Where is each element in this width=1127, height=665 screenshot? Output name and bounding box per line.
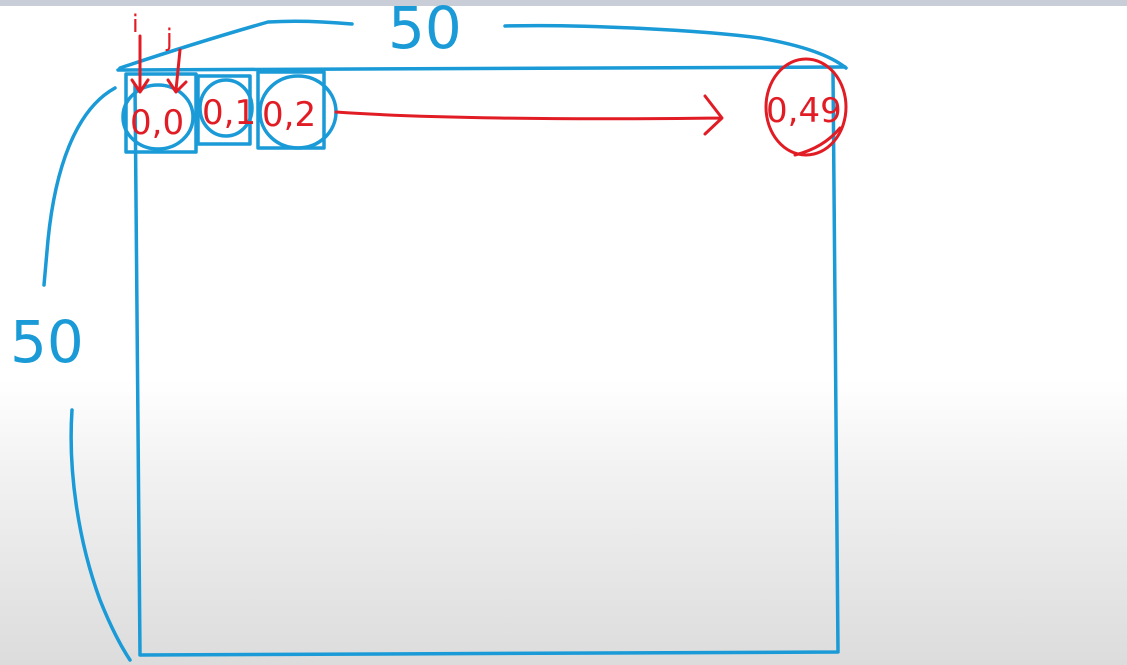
index-j-label: j	[165, 24, 173, 52]
cell-0-1-circle	[198, 78, 254, 138]
cell-0-2-label: 0,2	[262, 95, 316, 135]
cell-0-0-label: 0,0	[130, 103, 184, 143]
last-cell-label: 0,49	[766, 91, 842, 131]
row-arrow	[334, 94, 724, 136]
grid-outline	[116, 65, 847, 657]
last-cell-underline	[793, 126, 842, 157]
cell-0-1-box	[196, 74, 252, 146]
cell-0-1-label: 0,1	[202, 93, 256, 133]
last-cell-circle	[764, 57, 848, 157]
width-brace	[118, 19, 848, 70]
cell-0-0-box	[124, 72, 198, 154]
height-brace	[42, 86, 132, 662]
height-label: 50	[10, 308, 84, 376]
cell-0-0-circle	[121, 83, 195, 151]
index-i-label: i	[132, 10, 139, 38]
top-bar	[0, 0, 1127, 6]
index-j-arrow	[166, 48, 188, 94]
width-label: 50	[388, 0, 462, 62]
index-i-arrow	[130, 34, 150, 94]
